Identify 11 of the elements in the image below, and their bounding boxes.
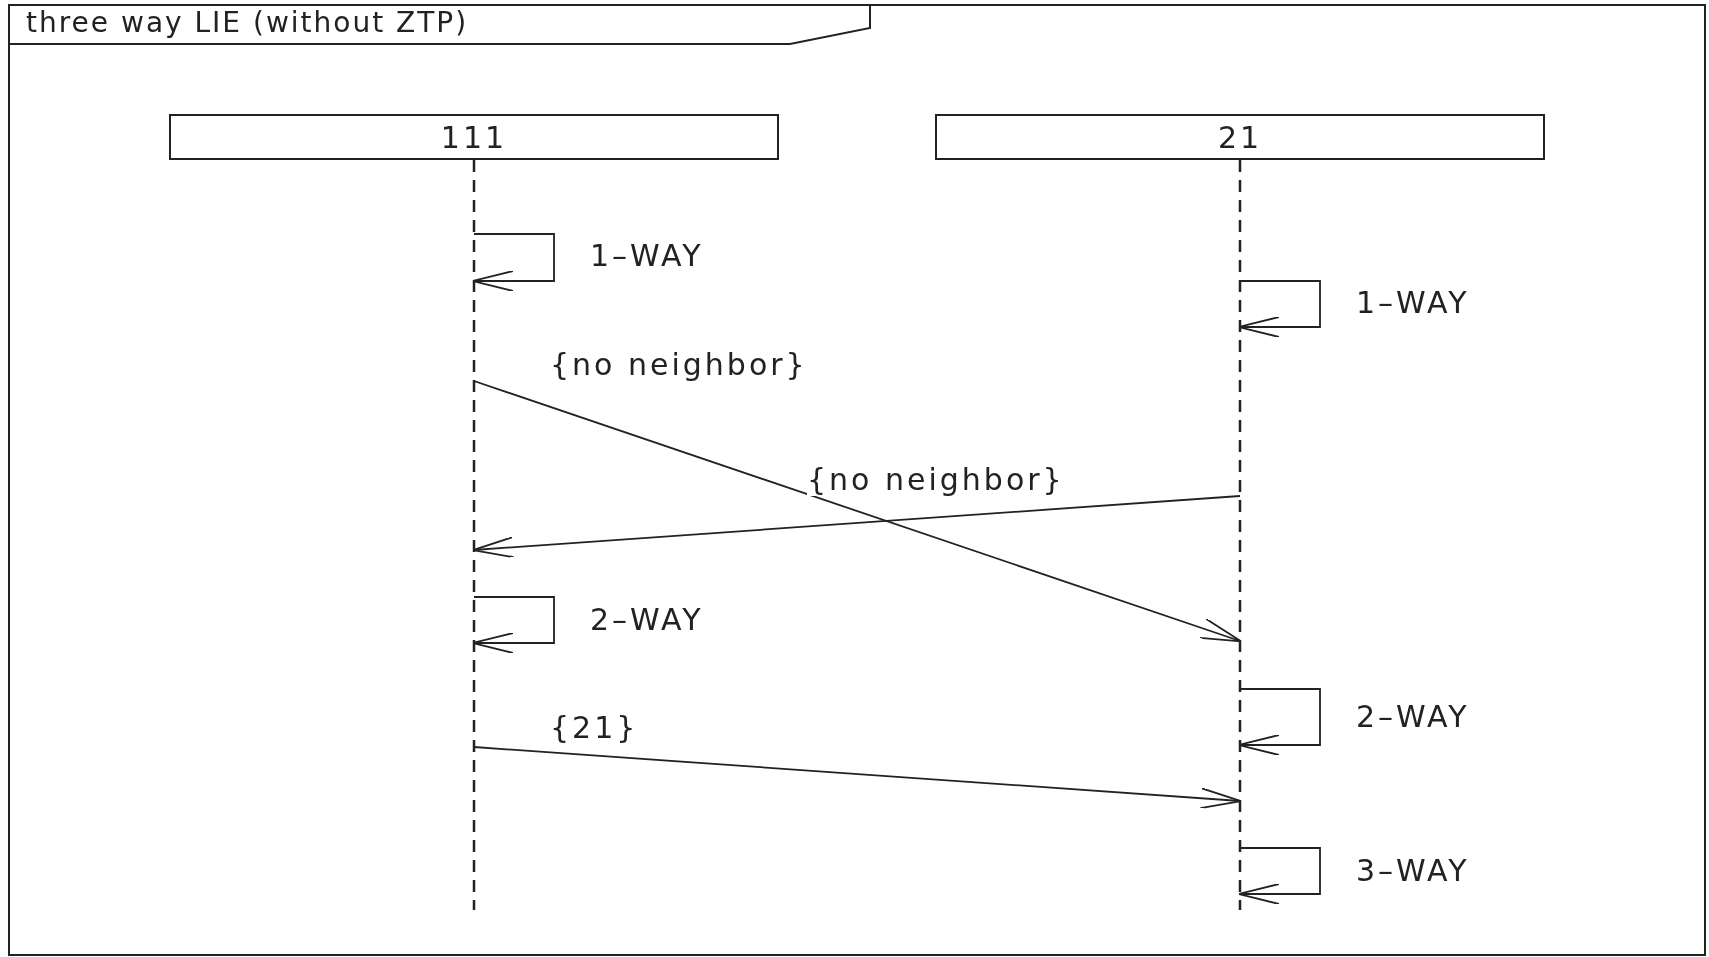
frame-title: three way LIE (without ZTP) [26,6,469,40]
message-arrow [472,495,1241,559]
self-message-arrow [1238,688,1321,756]
self-message-arrow [1238,280,1321,338]
participant-box: 21 [935,114,1545,160]
message-arrow [473,380,1242,643]
message-arrow [473,746,1242,810]
self-message-arrow [1238,847,1321,905]
self-message-arrow [472,233,555,292]
self-message-arrow [472,596,555,654]
participant-box: 111 [169,114,779,160]
